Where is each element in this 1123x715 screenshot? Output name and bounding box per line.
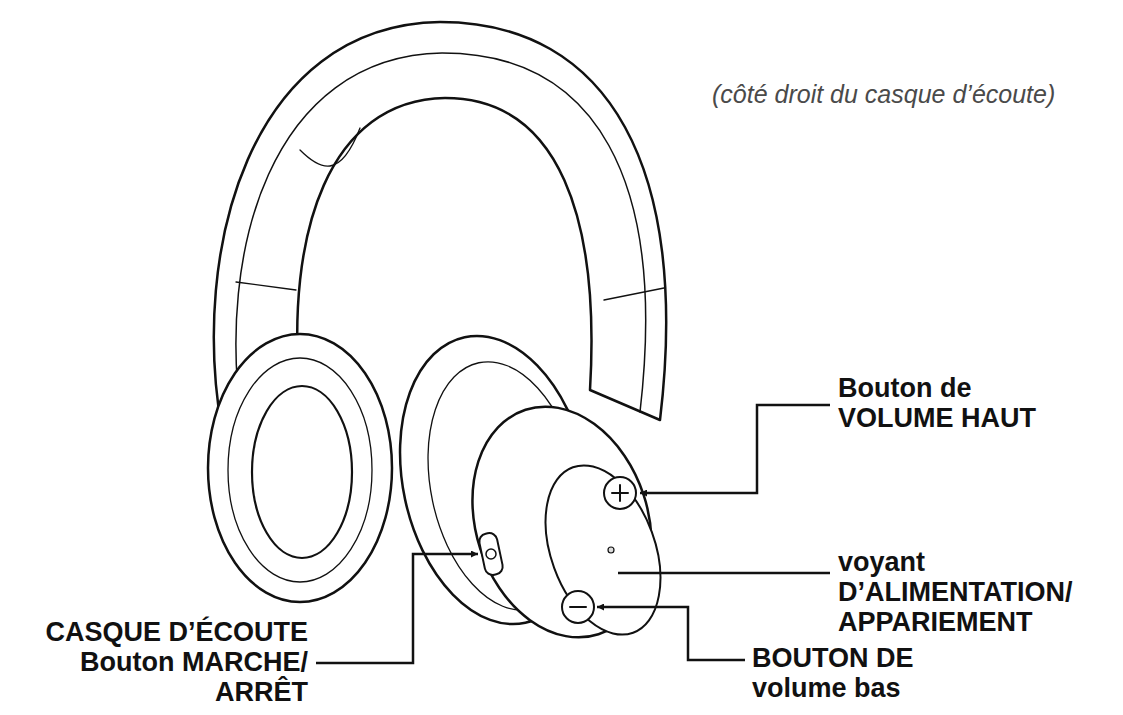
headband-seam <box>300 128 360 166</box>
part-label: CASQUE D’ÉCOUTE Bouton MARCHE/ ARRÊT <box>30 617 308 708</box>
power-button <box>478 532 504 577</box>
leader-line <box>640 405 830 493</box>
volume-down-button <box>562 591 594 623</box>
part-label: BOUTON DE volume bas <box>752 643 937 703</box>
leader-line <box>316 554 478 663</box>
leader-line <box>618 572 830 575</box>
plus-symbol <box>612 485 628 501</box>
left-ear-cushion <box>208 334 392 602</box>
control-plate <box>524 450 682 651</box>
view-note: (côté droit du casque d’écoute) <box>712 80 1055 108</box>
leader-line <box>597 607 745 660</box>
minus-symbol <box>570 606 586 608</box>
left-ear-cushion-rim <box>228 358 372 582</box>
left-ear-opening <box>252 386 352 558</box>
volume-up-button <box>604 477 636 509</box>
headband-seam <box>236 282 296 290</box>
headband-seam <box>604 288 664 300</box>
power-button-dot <box>486 549 496 559</box>
power-led <box>608 547 614 553</box>
part-label: Bouton de VOLUME HAUT <box>838 373 1053 433</box>
part-label: voyant D’ALIMENTATION/ APPARIEMENT <box>838 547 1100 638</box>
